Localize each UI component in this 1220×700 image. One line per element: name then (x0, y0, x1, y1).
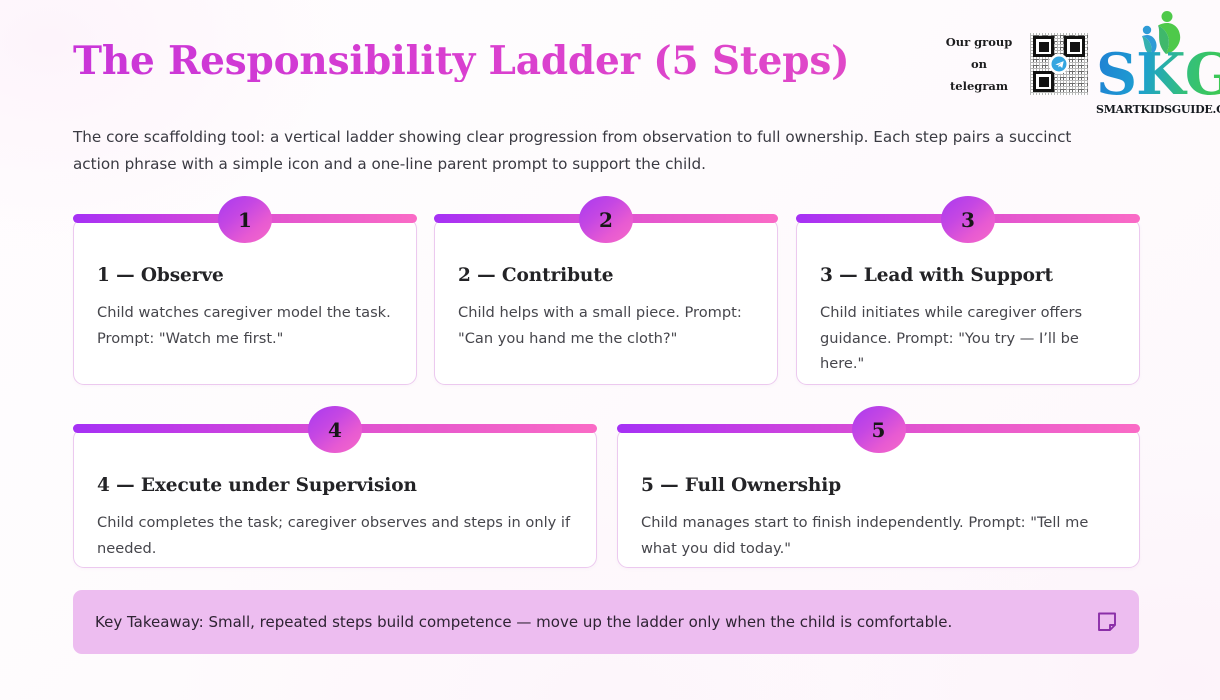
step-body: Child helps with a small piece. Prompt: … (458, 304, 742, 347)
sticky-note-icon (1098, 612, 1116, 631)
step-card-2[interactable]: 2 2 — Contribute Child helps with a smal… (434, 196, 778, 385)
telegram-icon (1051, 56, 1067, 72)
step-body: Child manages start to finish independen… (641, 514, 1089, 557)
page-title: The Responsibility Ladder (5 Steps) (73, 38, 850, 84)
step-badge: 4 (308, 406, 362, 453)
key-takeaway-text: Key Takeaway: Small, repeated steps buil… (95, 613, 953, 631)
step-body: Child completes the task; caregiver obse… (97, 514, 571, 557)
skg-people-logo-icon (1142, 11, 1181, 56)
qr-finder-top-left (1033, 36, 1054, 57)
skg-wordmark: SKG (1096, 41, 1220, 108)
telegram-label-line2: telegram (949, 79, 1009, 93)
step-badge: 2 (579, 196, 633, 243)
skg-logo: SKG SMARTKIDSGUIDE.COM (1096, 10, 1220, 118)
step-card-1[interactable]: 1 1 — Observe Child watches caregiver mo… (73, 196, 417, 385)
brand-block: Our group on telegram (936, 8, 1220, 120)
telegram-label: Our group on telegram (936, 31, 1022, 97)
step-title: 3 — Lead with Support (820, 265, 1053, 286)
qr-code-icon[interactable] (1030, 33, 1088, 95)
step-title: 4 — Execute under Supervision (97, 475, 417, 496)
step-card-4[interactable]: 4 4 — Execute under Supervision Child co… (73, 406, 597, 568)
page-subtitle: The core scaffolding tool: a vertical la… (73, 128, 1072, 173)
step-body: Child initiates while caregiver offers g… (820, 304, 1083, 372)
step-badge: 3 (941, 196, 995, 243)
step-badge: 1 (218, 196, 272, 243)
step-title: 2 — Contribute (458, 265, 614, 286)
step-card-3[interactable]: 3 3 — Lead with Support Child initiates … (796, 196, 1140, 385)
step-title: 5 — Full Ownership (641, 475, 842, 496)
step-body: Child watches caregiver model the task. … (97, 304, 391, 347)
step-title: 1 — Observe (97, 265, 224, 286)
step-card-5[interactable]: 5 5 — Full Ownership Child manages start… (617, 406, 1140, 568)
qr-finder-bottom-left (1033, 71, 1054, 92)
key-takeaway-banner: Key Takeaway: Small, repeated steps buil… (73, 590, 1139, 654)
telegram-label-line1: Our group on (945, 35, 1013, 71)
qr-finder-top-right (1064, 36, 1085, 57)
skg-website: SMARTKIDSGUIDE.COM (1096, 103, 1220, 116)
step-badge: 5 (851, 406, 906, 453)
